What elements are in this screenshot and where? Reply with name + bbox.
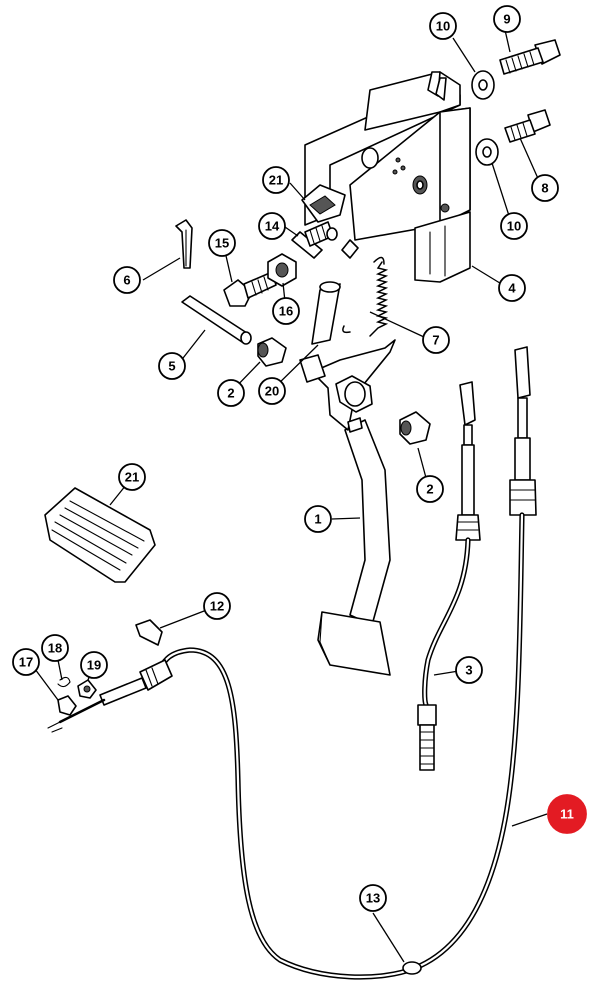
callout-18[interactable]: 18 [41, 634, 69, 662]
svg-text:6: 6 [123, 273, 130, 288]
svg-text:1: 1 [314, 512, 321, 527]
svg-text:10: 10 [507, 219, 521, 234]
callout-2[interactable]: 2 [416, 475, 444, 503]
callout-9[interactable]: 9 [493, 5, 521, 33]
callout-10[interactable]: 10 [429, 12, 457, 40]
svg-text:12: 12 [210, 599, 224, 614]
svg-text:11: 11 [560, 807, 574, 822]
callout-21[interactable]: 21 [262, 166, 290, 194]
clip-21 [301, 184, 346, 223]
pin-5 [181, 295, 252, 345]
svg-text:18: 18 [48, 641, 62, 656]
svg-text:20: 20 [265, 384, 279, 399]
callout-3[interactable]: 3 [455, 656, 483, 684]
pedal-bracket [304, 71, 471, 283]
svg-text:13: 13 [366, 891, 380, 906]
svg-text:21: 21 [269, 173, 283, 188]
svg-text:19: 19 [87, 658, 101, 673]
spring-7 [342, 256, 389, 337]
callout-7[interactable]: 7 [422, 326, 450, 354]
bushing-2-left [257, 337, 287, 367]
callout-11-highlighted[interactable]: 11 [547, 794, 587, 834]
callout-1[interactable]: 1 [304, 505, 332, 533]
adjuster-14 [291, 221, 338, 259]
leader-lines [31, 29, 548, 963]
washer-10-lower [475, 138, 499, 166]
callout-17[interactable]: 17 [12, 648, 40, 676]
svg-text:15: 15 [215, 236, 229, 251]
callout-4[interactable]: 4 [498, 274, 526, 302]
svg-text:4: 4 [508, 281, 516, 296]
svg-text:2: 2 [426, 482, 433, 497]
callout-5[interactable]: 5 [158, 352, 186, 380]
cable-3 [417, 381, 481, 771]
cable-11 [47, 346, 537, 980]
clip-12 [135, 619, 163, 646]
small-parts [57, 676, 97, 716]
pedal-rubber-21 [44, 487, 156, 583]
sleeve-20 [311, 281, 341, 345]
bolt-9 [499, 39, 561, 75]
callout-16[interactable]: 16 [272, 297, 300, 325]
callout-8[interactable]: 8 [531, 174, 559, 202]
svg-text:8: 8 [541, 181, 548, 196]
svg-text:17: 17 [19, 655, 33, 670]
bolt-8 [504, 109, 551, 143]
svg-text:3: 3 [465, 663, 472, 678]
callout-20[interactable]: 20 [258, 377, 286, 405]
svg-text:14: 14 [265, 219, 280, 234]
callout-19[interactable]: 19 [80, 651, 108, 679]
bushing-2-right [399, 411, 431, 445]
svg-text:5: 5 [168, 359, 175, 374]
cotter-pin-6 [175, 219, 193, 269]
callout-15[interactable]: 15 [208, 229, 236, 257]
svg-text:2: 2 [227, 386, 234, 401]
svg-text:10: 10 [436, 19, 450, 34]
callout-2[interactable]: 2 [217, 379, 245, 407]
callout-12[interactable]: 12 [203, 592, 231, 620]
svg-text:21: 21 [125, 470, 139, 485]
svg-text:9: 9 [503, 12, 510, 27]
callout-10[interactable]: 10 [500, 212, 528, 240]
nut-16 [267, 253, 297, 287]
callout-6[interactable]: 6 [113, 266, 141, 294]
callout-21[interactable]: 21 [118, 463, 146, 491]
callout-13[interactable]: 13 [359, 884, 387, 912]
callout-14[interactable]: 14 [258, 212, 286, 240]
pedal-lever [299, 339, 396, 676]
svg-text:16: 16 [279, 304, 293, 319]
washer-10-top [471, 70, 495, 100]
svg-text:7: 7 [432, 333, 439, 348]
